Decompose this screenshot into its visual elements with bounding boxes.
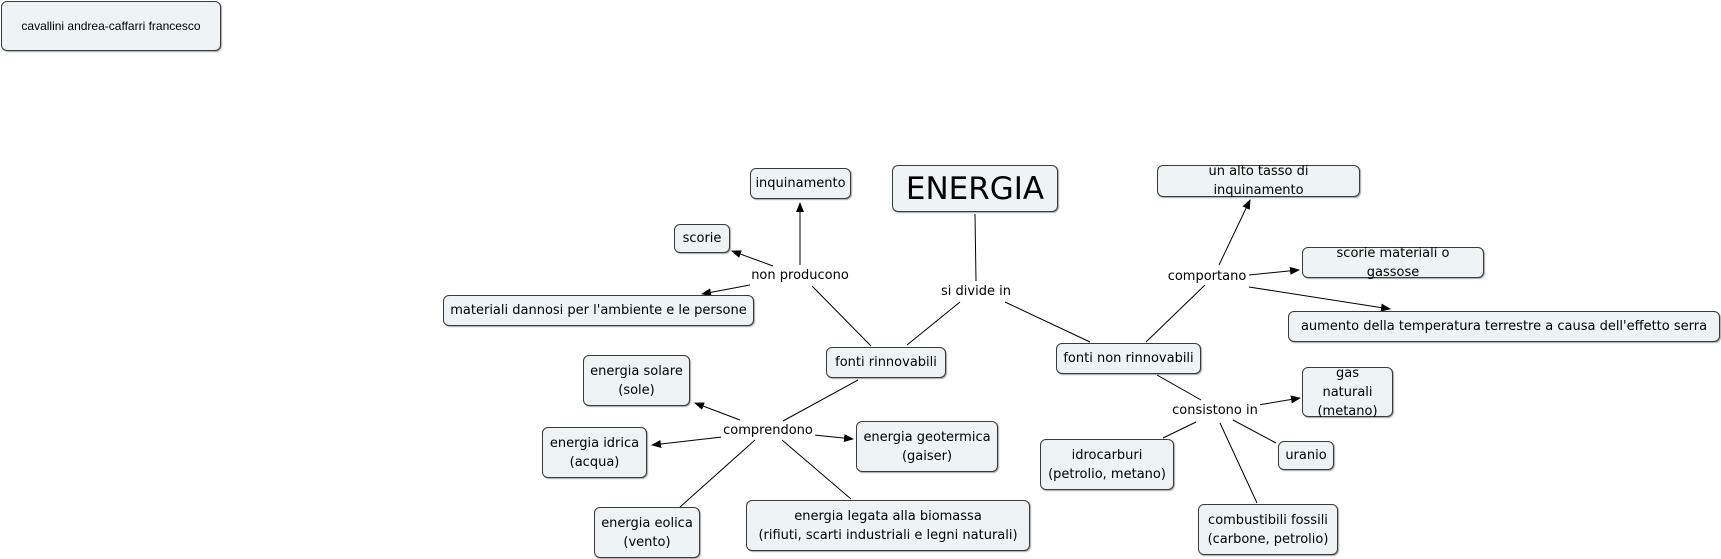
node-energia-solare: energia solare (sole) bbox=[583, 355, 690, 406]
node-scorie: scorie bbox=[674, 224, 730, 253]
node-fonti-non-rinnovabili: fonti non rinnovabili bbox=[1056, 343, 1201, 374]
main-concept-energia: ENERGIA bbox=[892, 165, 1058, 212]
link-label-comportano: comportano bbox=[1165, 269, 1249, 285]
author-box: cavallini andrea-caffarri francesco bbox=[1, 1, 221, 51]
link-label-non-producono: non producono bbox=[749, 268, 851, 284]
node-materiali-dannosi: materiali dannosi per l'ambiente e le pe… bbox=[443, 295, 754, 326]
node-aumento-temperatura: aumento della temperatura terrestre a ca… bbox=[1288, 311, 1720, 342]
node-inquinamento: inquinamento bbox=[750, 168, 851, 199]
node-fonti-rinnovabili: fonti rinnovabili bbox=[826, 347, 946, 378]
node-uranio: uranio bbox=[1278, 441, 1334, 470]
link-label-si-divide-in: si divide in bbox=[939, 284, 1013, 300]
node-gas-naturali: gas naturali (metano) bbox=[1302, 366, 1393, 419]
node-combustibili-fossili: combustibili fossili (carbone, petrolio) bbox=[1198, 504, 1338, 555]
node-alto-tasso-inquinamento: un alto tasso di inquinamento bbox=[1157, 164, 1360, 198]
link-label-comprendono: comprendono bbox=[721, 423, 815, 439]
node-energia-geotermica: energia geotermica (gaiser) bbox=[856, 421, 998, 472]
node-energia-idrica: energia idrica (acqua) bbox=[542, 427, 647, 478]
node-scorie-materiali: scorie materiali o gassose bbox=[1302, 246, 1484, 280]
node-energia-eolica: energia eolica (vento) bbox=[594, 507, 700, 558]
node-energia-biomassa: energia legata alla biomassa (rifiuti, s… bbox=[746, 500, 1030, 551]
node-idrocarburi: idrocarburi (petrolio, metano) bbox=[1040, 439, 1174, 490]
link-label-consistono-in: consistono in bbox=[1170, 403, 1260, 419]
